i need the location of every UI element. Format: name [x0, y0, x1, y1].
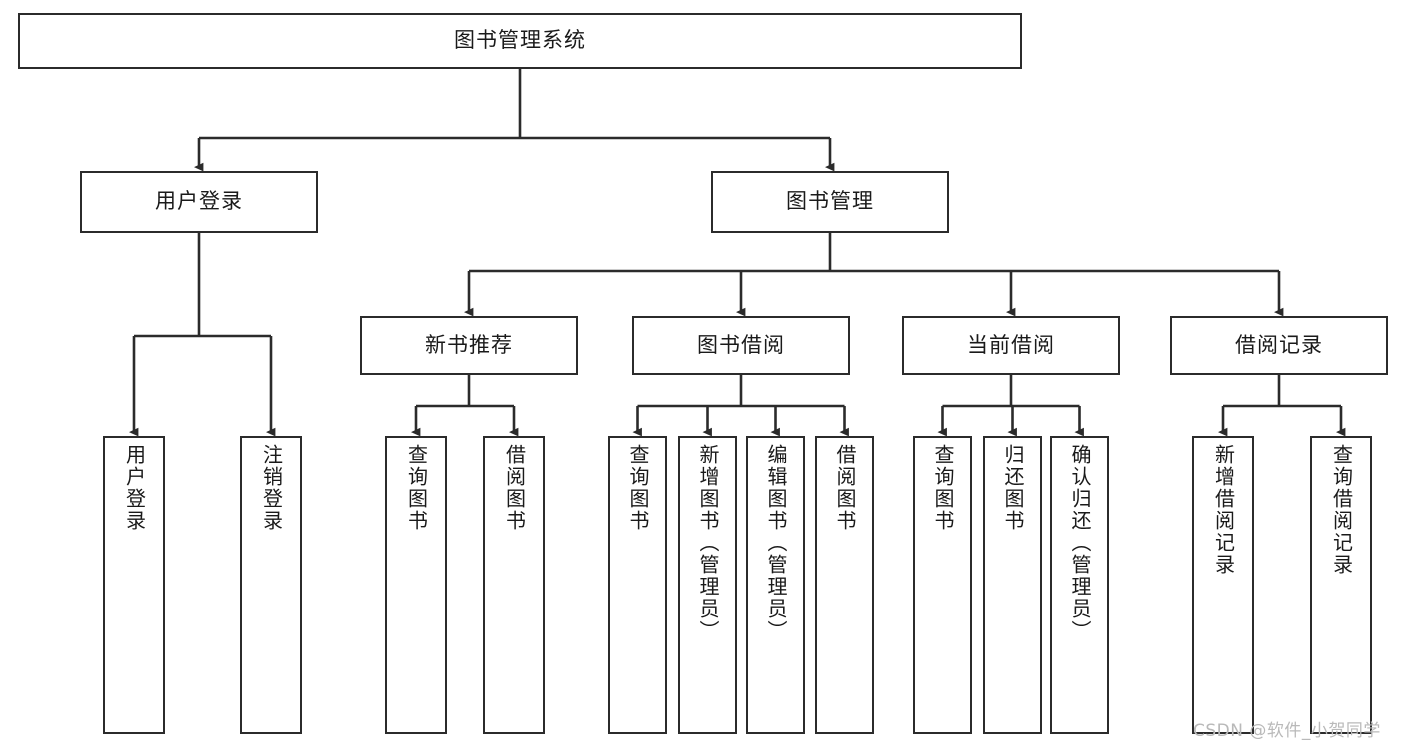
leaf-node-查询图书-8[interactable]: 查询图书 — [913, 436, 972, 734]
node-label: 图书管理系统 — [454, 28, 586, 53]
node-label: 用户登录 — [122, 444, 147, 532]
level2-node-借阅记录-3[interactable]: 借阅记录 — [1170, 316, 1388, 375]
leaf-node-查询图书-2[interactable]: 查询图书 — [385, 436, 447, 734]
leaf-node-查询借阅记录-12[interactable]: 查询借阅记录 — [1310, 436, 1372, 734]
node-label: 新增借阅记录 — [1211, 444, 1236, 576]
node-label: 查询图书 — [931, 444, 955, 532]
node-label: 借阅图书 — [833, 444, 857, 532]
node-label: 新书推荐 — [425, 332, 513, 357]
leaf-node-借阅图书-3[interactable]: 借阅图书 — [483, 436, 545, 734]
level1-node-用户登录-0[interactable]: 用户登录 — [80, 171, 318, 233]
node-label: 图书借阅 — [697, 332, 785, 357]
level2-node-新书推荐-0[interactable]: 新书推荐 — [360, 316, 578, 375]
leaf-node-确认归还管理员-10[interactable]: 确认归还（管理员） — [1050, 436, 1109, 734]
leaf-node-编辑图书管理员-6[interactable]: 编辑图书（管理员） — [746, 436, 805, 734]
node-label: 查询图书 — [404, 444, 429, 532]
node-label: 编辑图书（管理员） — [764, 444, 788, 642]
level1-node-图书管理-1[interactable]: 图书管理 — [711, 171, 949, 233]
csdn-watermark: CSDN @软件_小贺同学 — [1193, 721, 1381, 741]
leaf-node-注销登录-1[interactable]: 注销登录 — [240, 436, 302, 734]
root-node-图书管理系统[interactable]: 图书管理系统 — [18, 13, 1022, 69]
leaf-node-归还图书-9[interactable]: 归还图书 — [983, 436, 1042, 734]
node-label: 用户登录 — [155, 189, 243, 214]
level2-node-当前借阅-2[interactable]: 当前借阅 — [902, 316, 1120, 375]
node-label: 查询借阅记录 — [1329, 444, 1354, 576]
node-label: 新增图书（管理员） — [696, 444, 720, 642]
node-label: 注销登录 — [259, 444, 284, 532]
leaf-node-用户登录-0[interactable]: 用户登录 — [103, 436, 165, 734]
leaf-node-查询图书-4[interactable]: 查询图书 — [608, 436, 667, 734]
node-label: 归还图书 — [1001, 444, 1025, 532]
node-label: 借阅记录 — [1235, 332, 1323, 357]
leaf-node-新增图书管理员-5[interactable]: 新增图书（管理员） — [678, 436, 737, 734]
node-label: 借阅图书 — [502, 444, 527, 532]
node-label: 查询图书 — [626, 444, 650, 532]
leaf-node-借阅图书-7[interactable]: 借阅图书 — [815, 436, 874, 734]
node-label: 当前借阅 — [967, 332, 1055, 357]
node-label: 图书管理 — [786, 189, 874, 214]
level2-node-图书借阅-1[interactable]: 图书借阅 — [632, 316, 850, 375]
node-label: 确认归还（管理员） — [1068, 444, 1092, 642]
leaf-node-新增借阅记录-11[interactable]: 新增借阅记录 — [1192, 436, 1254, 734]
